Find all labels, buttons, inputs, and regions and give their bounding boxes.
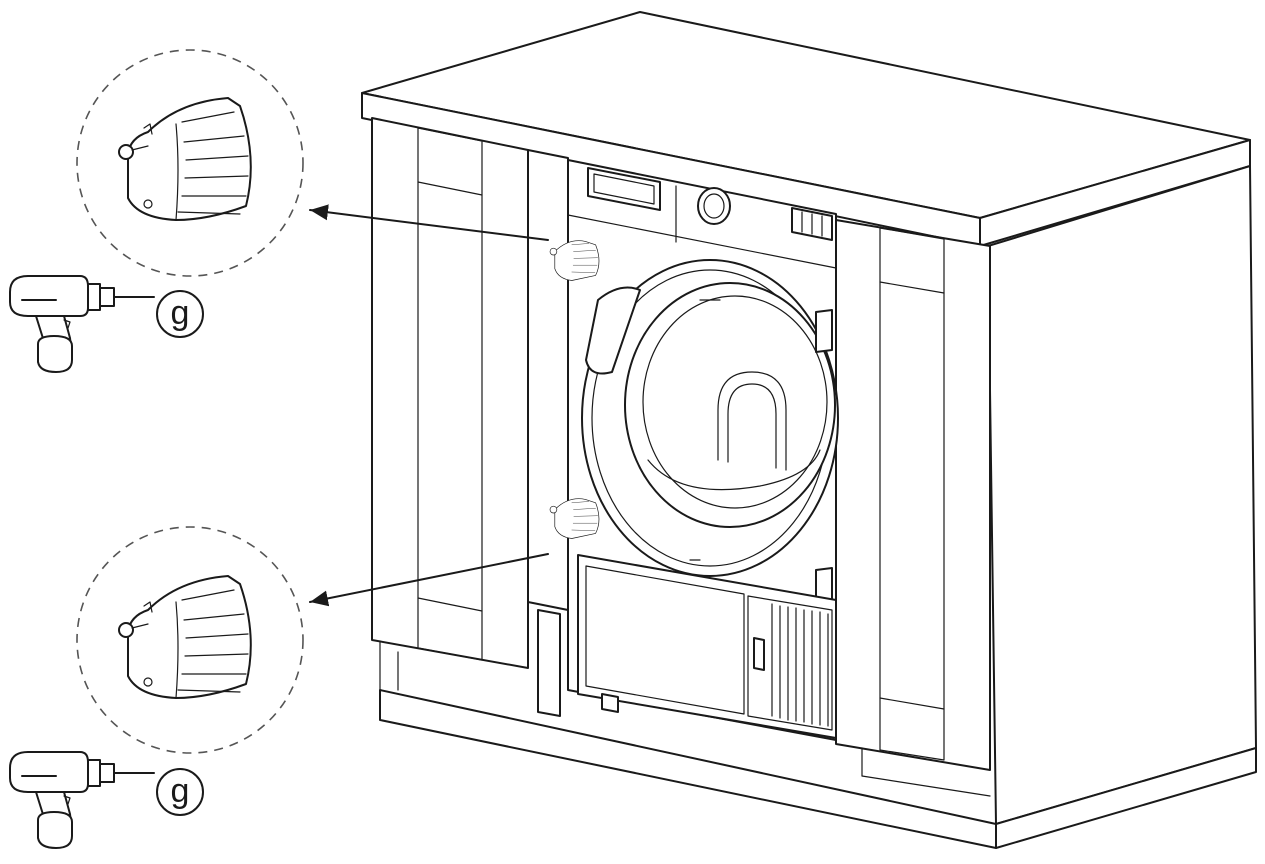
fixing-bracket-icon: [118, 97, 252, 221]
callout-bottom: [76, 526, 304, 754]
washing-machine-icon: [567, 159, 839, 741]
step-label: g: [171, 772, 190, 810]
cabinet-icon: [361, 11, 1257, 849]
step-label: g: [171, 294, 190, 332]
callout-arrow-bottom: [309, 553, 549, 607]
callout-top: [76, 49, 304, 277]
fixing-bracket-icon: [549, 498, 600, 539]
drill-icon: [9, 275, 155, 373]
drill-icon: [9, 751, 155, 849]
fixing-bracket-icon: [549, 240, 600, 281]
callout-arrow-top: [309, 204, 549, 241]
fixing-bracket-icon: [118, 575, 252, 699]
callout-circle: [76, 49, 304, 277]
step-badge: g: [156, 290, 204, 338]
step-badge: g: [156, 768, 204, 816]
callout-circle: [76, 526, 304, 754]
